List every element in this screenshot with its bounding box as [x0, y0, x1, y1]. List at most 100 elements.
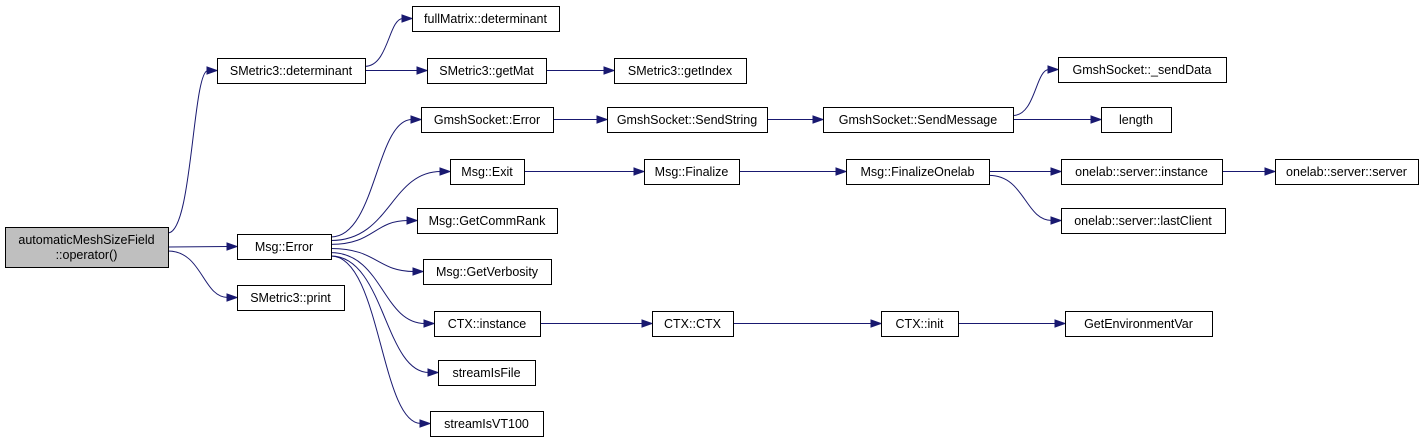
node-os_instance[interactable]: onelab::server::instance — [1061, 159, 1223, 185]
node-box[interactable] — [217, 58, 366, 84]
node-box[interactable] — [450, 159, 525, 185]
node-sm3_getmat[interactable]: SMetric3::getMat — [427, 58, 547, 84]
node-box[interactable] — [1275, 159, 1419, 185]
node-label: onelab::server::server — [1286, 165, 1407, 179]
node-os_server[interactable]: onelab::server::server — [1275, 159, 1419, 185]
node-box[interactable] — [1065, 311, 1213, 337]
node-label: CTX::init — [896, 317, 944, 331]
node-label: SMetric3::print — [250, 291, 331, 305]
edge-msg_error-to-streamisfile — [330, 255, 430, 373]
node-length[interactable]: length — [1101, 107, 1172, 133]
node-sm3_print[interactable]: SMetric3::print — [237, 285, 345, 311]
edge-sm3_det-to-fm_det — [364, 18, 404, 67]
node-box[interactable] — [421, 107, 554, 133]
node-sm3_getindex[interactable]: SMetric3::getIndex — [614, 58, 747, 84]
node-box[interactable] — [430, 411, 544, 437]
node-getenvvar[interactable]: GetEnvironmentVar — [1065, 311, 1213, 337]
node-gs_error[interactable]: GmshSocket::Error — [421, 107, 554, 133]
node-label: streamIsVT100 — [444, 417, 529, 431]
edge-msg_error-to-ctx_instance — [330, 252, 426, 324]
node-box[interactable] — [644, 159, 740, 185]
arrowhead-gs_sendmessage-to-gs_senddata — [1047, 65, 1060, 74]
node-box[interactable] — [5, 227, 169, 268]
node-box[interactable] — [614, 58, 747, 84]
node-label: streamIsFile — [452, 366, 520, 380]
edge-msg_error-to-gs_error — [330, 119, 413, 238]
node-box[interactable] — [1061, 159, 1223, 185]
node-label: GmshSocket::_sendData — [1073, 63, 1212, 77]
edge-root-to-sm3_det — [167, 70, 209, 234]
node-streamisfile[interactable]: streamIsFile — [438, 360, 536, 386]
node-box[interactable] — [1061, 208, 1226, 234]
arrowhead-msg_error-to-msg_getcommrank — [406, 216, 419, 225]
node-root[interactable]: automaticMeshSizeField::operator() — [5, 227, 169, 268]
node-box[interactable] — [434, 311, 541, 337]
arrowhead-gs_sendmessage-to-length — [1090, 115, 1103, 124]
arrowhead-root-to-sm3_print — [226, 293, 239, 302]
node-label: fullMatrix::determinant — [424, 12, 547, 26]
node-label: Msg::GetVerbosity — [436, 265, 539, 279]
node-ctx_instance[interactable]: CTX::instance — [434, 311, 541, 337]
arrowhead-msg_finalize-to-msg_finalizeonelab — [835, 167, 848, 176]
arrowhead-ctx_instance-to-ctx_ctx — [641, 319, 654, 328]
node-box[interactable] — [1058, 57, 1227, 83]
node-label: CTX::instance — [448, 317, 527, 331]
arrowhead-msg_error-to-ctx_instance — [423, 319, 436, 328]
edge-root-to-sm3_print — [167, 250, 229, 298]
nodes-layer: automaticMeshSizeField::operator()SMetri… — [5, 6, 1419, 437]
arrowhead-ctx_init-to-getenvvar — [1054, 319, 1067, 328]
node-label: onelab::server::instance — [1075, 165, 1208, 179]
edges-layer — [167, 14, 1277, 428]
node-label: automaticMeshSizeField — [18, 233, 154, 247]
node-box[interactable] — [438, 360, 536, 386]
arrowhead-root-to-msg_error — [226, 242, 239, 251]
node-msg_getcommrank[interactable]: Msg::GetCommRank — [417, 208, 558, 234]
arrowhead-sm3_det-to-sm3_getmat — [416, 66, 429, 75]
node-box[interactable] — [823, 107, 1014, 133]
node-gs_sendstring[interactable]: GmshSocket::SendString — [607, 107, 768, 133]
node-label: Msg::Exit — [461, 165, 513, 179]
node-streamisvt100[interactable]: streamIsVT100 — [430, 411, 544, 437]
arrowhead-sm3_det-to-fm_det — [401, 14, 414, 23]
node-msg_finalize[interactable]: Msg::Finalize — [644, 159, 740, 185]
node-msg_exit[interactable]: Msg::Exit — [450, 159, 525, 185]
node-label: GmshSocket::SendMessage — [839, 113, 997, 127]
node-box[interactable] — [237, 234, 332, 260]
node-label: Msg::GetCommRank — [429, 214, 546, 228]
edge-gs_sendmessage-to-gs_senddata — [1012, 69, 1050, 116]
node-label: GmshSocket::Error — [434, 113, 540, 127]
node-box[interactable] — [846, 159, 990, 185]
arrowhead-msg_error-to-msg_getverbosity — [412, 267, 425, 276]
node-gs_sendmessage[interactable]: GmshSocket::SendMessage — [823, 107, 1014, 133]
edge-msg_error-to-streamisvt100 — [330, 255, 422, 424]
arrowhead-sm3_getmat-to-sm3_getindex — [603, 66, 616, 75]
node-sm3_det[interactable]: SMetric3::determinant — [217, 58, 366, 84]
node-label: SMetric3::getMat — [439, 64, 534, 78]
node-box[interactable] — [881, 311, 959, 337]
node-box[interactable] — [1101, 107, 1172, 133]
node-os_lastclient[interactable]: onelab::server::lastClient — [1061, 208, 1226, 234]
node-label: length — [1119, 113, 1153, 127]
arrowhead-msg_finalizeonelab-to-os_lastclient — [1050, 216, 1063, 225]
node-msg_error[interactable]: Msg::Error — [237, 234, 332, 260]
node-box[interactable] — [427, 58, 547, 84]
node-label: CTX::CTX — [664, 317, 722, 331]
node-msg_finalizeonelab[interactable]: Msg::FinalizeOnelab — [846, 159, 990, 185]
node-box[interactable] — [237, 285, 345, 311]
node-ctx_init[interactable]: CTX::init — [881, 311, 959, 337]
node-fm_det[interactable]: fullMatrix::determinant — [412, 6, 560, 32]
node-msg_getverbosity[interactable]: Msg::GetVerbosity — [423, 259, 552, 285]
node-box[interactable] — [423, 259, 552, 285]
arrowhead-msg_error-to-msg_exit — [439, 167, 452, 176]
node-box[interactable] — [607, 107, 768, 133]
node-box[interactable] — [417, 208, 558, 234]
node-box[interactable] — [412, 6, 560, 32]
node-ctx_ctx[interactable]: CTX::CTX — [652, 311, 734, 337]
arrowhead-msg_exit-to-msg_finalize — [633, 167, 646, 176]
arrowhead-gs_error-to-gs_sendstring — [596, 115, 609, 124]
arrowhead-msg_error-to-streamisvt100 — [419, 419, 432, 428]
node-gs_senddata[interactable]: GmshSocket::_sendData — [1058, 57, 1227, 83]
node-box[interactable] — [652, 311, 734, 337]
arrowhead-root-to-sm3_det — [206, 66, 219, 75]
